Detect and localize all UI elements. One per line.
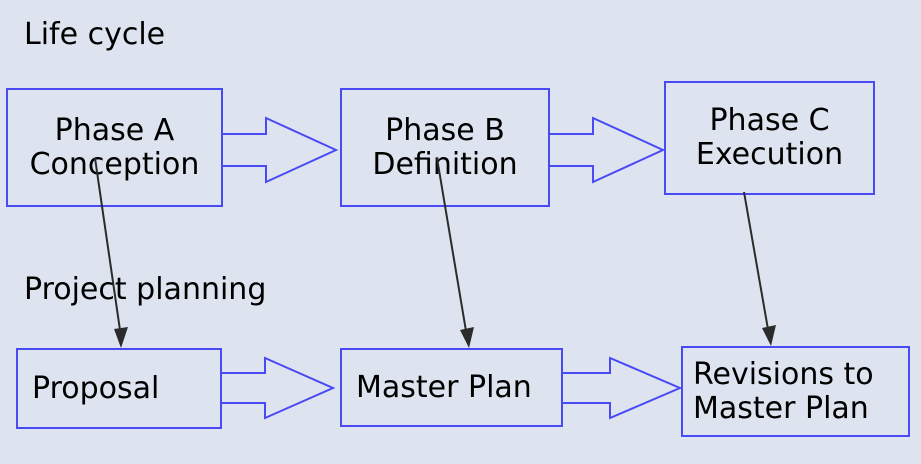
node-phase-a-line-2: Conception: [29, 146, 200, 182]
arrow-phase-c-to-revisions: [743, 191, 776, 346]
node-phase-c-line-2: Execution: [695, 137, 844, 172]
node-proposal[interactable]: Proposal: [16, 348, 222, 429]
node-proposal-line-1: Proposal: [32, 370, 160, 406]
node-phase-a[interactable]: Phase A Conception: [6, 88, 223, 207]
node-master-plan[interactable]: Master Plan: [340, 348, 563, 427]
node-phase-c[interactable]: Phase C Execution: [664, 81, 875, 195]
node-phase-c-line-1: Phase C: [709, 103, 830, 139]
arrow-phase-a-to-phase-b: [209, 116, 339, 184]
arrow-proposal-to-master-plan: [209, 356, 336, 420]
node-revisions[interactable]: Revisions to Master Plan: [681, 346, 910, 437]
node-phase-b[interactable]: Phase B Definition: [340, 88, 550, 207]
node-phase-b-line-2: Definition: [372, 146, 518, 182]
arrow-phase-b-to-phase-c: [537, 116, 666, 184]
section-label-project-planning: Project planning: [24, 272, 267, 307]
section-label-life-cycle: Life cycle: [24, 17, 166, 52]
node-phase-a-line-1: Phase A: [54, 112, 175, 148]
node-master-plan-line-1: Master Plan: [356, 369, 532, 405]
node-revisions-line-1: Revisions to: [693, 356, 874, 392]
node-revisions-line-2: Master Plan: [693, 390, 869, 426]
arrow-master-plan-to-revisions: [550, 356, 683, 420]
node-phase-b-line-1: Phase B: [385, 112, 505, 148]
